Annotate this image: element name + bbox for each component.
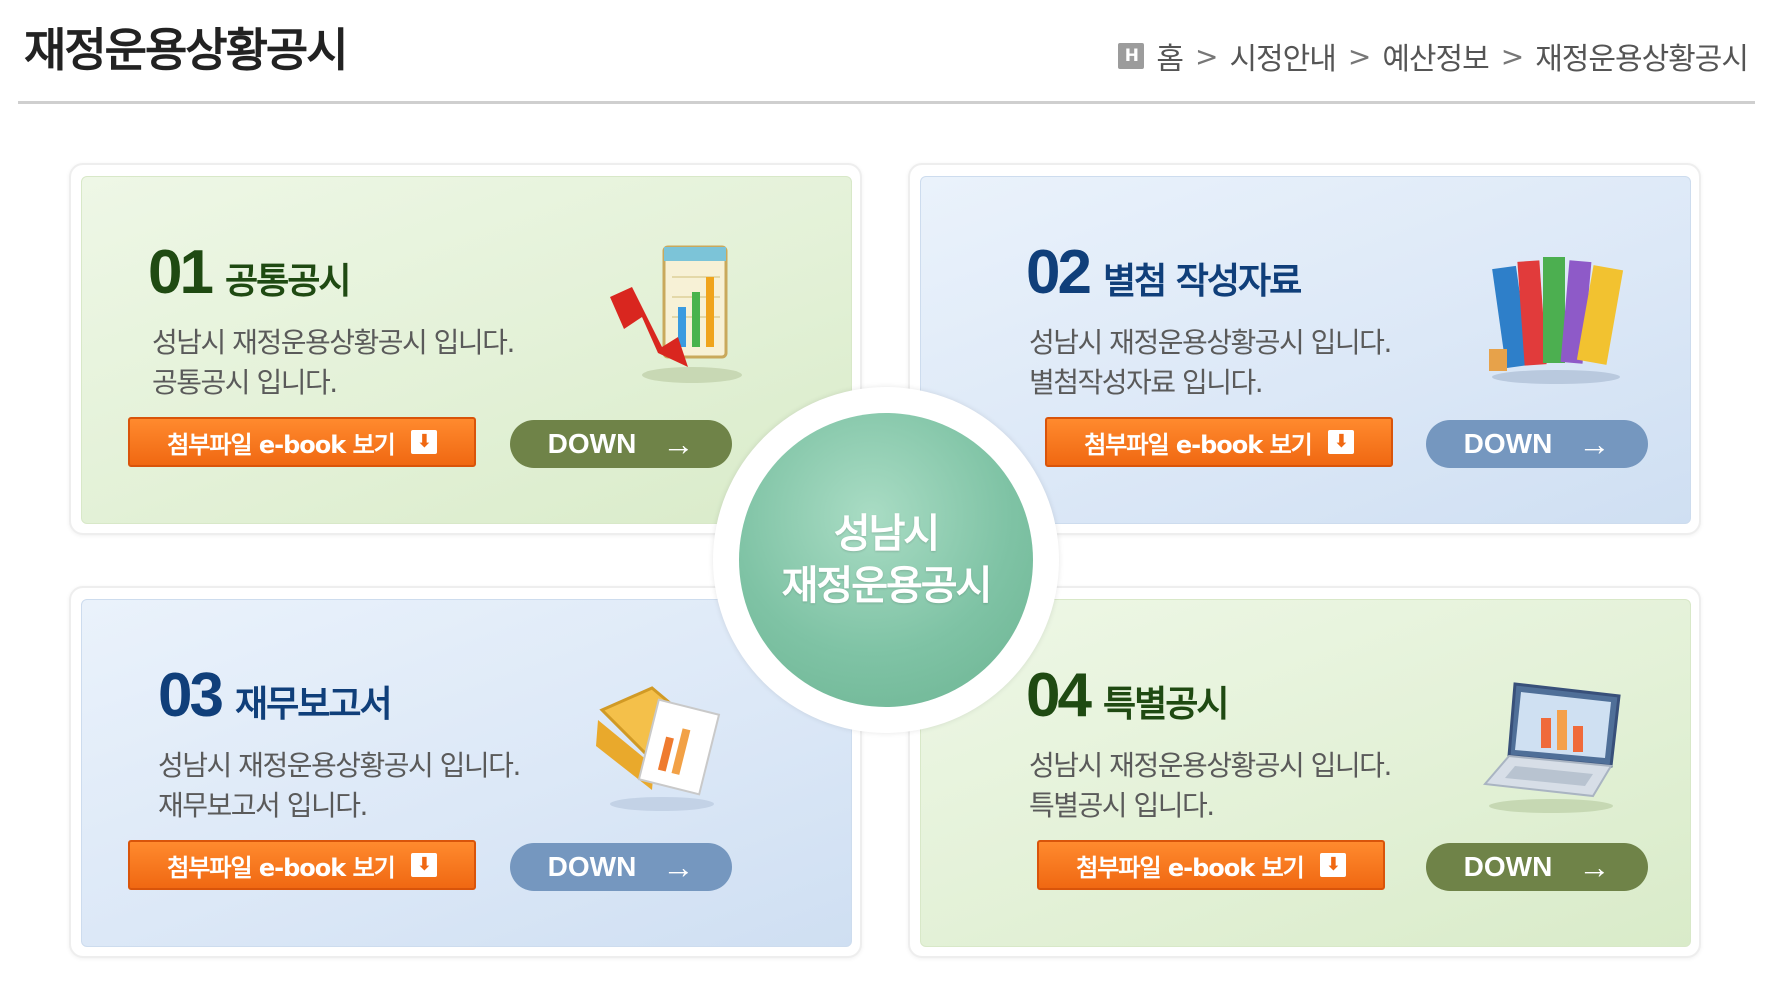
card-description-line: 성남시 재정운용상황공시 입니다. [158, 749, 521, 782]
center-badge-line1: 성남시 [833, 511, 940, 557]
card-financial-report: 03 재무보고서 성남시 재정운용상황공시 입니다. 재무보고서 입니다. 첨부… [69, 586, 862, 958]
card-common-disclosure: 01 공통공시 성남시 재정운용상황공시 입니다. 공통공시 입니다. 첨부파일… [69, 163, 862, 535]
header-divider [18, 101, 1755, 104]
center-badge-line2: 재정운용공시 [781, 563, 993, 609]
home-icon[interactable]: H [1118, 43, 1145, 69]
center-badge: 성남시 재정운용공시 [713, 387, 1059, 733]
ebook-view-button[interactable]: 첨부파일 e-book 보기 ⬇ [128, 840, 476, 890]
laptop-chart-icon [1483, 682, 1621, 813]
card-description-line: 성남시 재정운용상황공시 입니다. [1029, 749, 1392, 782]
down-button-label: DOWN [547, 851, 637, 882]
ebook-view-button[interactable]: 첨부파일 e-book 보기 ⬇ [1045, 417, 1393, 467]
breadcrumb-item-home[interactable]: 홈 [1156, 42, 1184, 77]
down-button[interactable]: DOWN → [510, 420, 732, 468]
down-button[interactable]: DOWN → [1426, 420, 1648, 468]
card-heading: 04 특별공시 [1026, 660, 1229, 731]
card-heading: 02 별첨 작성자료 [1026, 237, 1302, 308]
breadcrumb-item-city-info[interactable]: 시정안내 [1229, 42, 1336, 77]
card-number: 02 [1026, 238, 1092, 307]
down-button[interactable]: DOWN → [510, 843, 732, 891]
card-title: 공통공시 [224, 261, 351, 302]
center-badge-circle: 성남시 재정운용공시 [739, 413, 1033, 707]
ebook-view-button[interactable]: 첨부파일 e-book 보기 ⬇ [128, 417, 476, 467]
card-panel: 04 특별공시 성남시 재정운용상황공시 입니다. 특별공시 입니다. 첨부파일… [920, 599, 1691, 947]
arrow-right-icon: → [1578, 849, 1611, 885]
download-icon: ⬇ [410, 430, 437, 454]
download-icon: ⬇ [410, 853, 437, 877]
card-title: 특별공시 [1102, 684, 1229, 725]
breadcrumb-item-budget-info[interactable]: 예산정보 [1382, 42, 1489, 77]
card-panel: 03 재무보고서 성남시 재정운용상황공시 입니다. 재무보고서 입니다. 첨부… [81, 599, 852, 947]
card-title: 별첨 작성자료 [1102, 261, 1302, 302]
down-button-label: DOWN [547, 428, 637, 459]
ebook-button-label: 첨부파일 e-book 보기 [167, 430, 396, 459]
down-button-label: DOWN [1463, 851, 1553, 882]
card-description-line: 공통공시 입니다. [152, 366, 338, 399]
download-icon: ⬇ [1319, 853, 1346, 877]
card-description: 성남시 재정운용상황공시 입니다. 특별공시 입니다. [1029, 746, 1392, 826]
arrow-right-icon: → [662, 426, 695, 462]
ebook-view-button[interactable]: 첨부파일 e-book 보기 ⬇ [1037, 840, 1385, 890]
card-title: 재무보고서 [234, 684, 393, 725]
card-number: 01 [148, 238, 214, 307]
card-description-line: 성남시 재정운용상황공시 입니다. [152, 326, 515, 359]
breadcrumb: H 홈 > 시정안내 > 예산정보 > 재정운용상황공시 [1118, 34, 1749, 78]
breadcrumb-item-current: 재정운용상황공시 [1535, 42, 1749, 77]
card-number: 04 [1026, 661, 1092, 730]
page-title: 재정운용상황공시 [24, 23, 349, 77]
breadcrumb-separator: > [1347, 39, 1371, 73]
card-heading: 03 재무보고서 [158, 660, 393, 731]
books-icon [1489, 257, 1624, 384]
card-number: 03 [158, 661, 224, 730]
card-attached-materials: 02 별첨 작성자료 성남시 재정운용상황공시 입니다. 별첨작성자료 입니다.… [908, 163, 1701, 535]
ebook-button-label: 첨부파일 e-book 보기 [1076, 853, 1305, 882]
down-button[interactable]: DOWN → [1426, 843, 1648, 891]
folder-report-icon [596, 686, 721, 811]
download-icon: ⬇ [1327, 430, 1354, 454]
card-panel: 01 공통공시 성남시 재정운용상황공시 입니다. 공통공시 입니다. 첨부파일… [81, 176, 852, 524]
ebook-button-label: 첨부파일 e-book 보기 [167, 853, 396, 882]
card-panel: 02 별첨 작성자료 성남시 재정운용상황공시 입니다. 별첨작성자료 입니다.… [920, 176, 1691, 524]
chart-arrow-icon [610, 245, 742, 383]
card-description-line: 별첨작성자료 입니다. [1029, 366, 1264, 399]
down-button-label: DOWN [1463, 428, 1553, 459]
breadcrumb-separator: > [1194, 39, 1218, 73]
card-description: 성남시 재정운용상황공시 입니다. 공통공시 입니다. [152, 323, 515, 403]
arrow-right-icon: → [662, 849, 695, 885]
card-description: 성남시 재정운용상황공시 입니다. 재무보고서 입니다. [158, 746, 521, 826]
card-description-line: 특별공시 입니다. [1029, 789, 1215, 822]
card-heading: 01 공통공시 [148, 237, 351, 308]
card-description-line: 재무보고서 입니다. [158, 789, 368, 822]
arrow-right-icon: → [1578, 426, 1611, 462]
card-description-line: 성남시 재정운용상황공시 입니다. [1029, 326, 1392, 359]
breadcrumb-separator: > [1500, 39, 1524, 73]
card-description: 성남시 재정운용상황공시 입니다. 별첨작성자료 입니다. [1029, 323, 1392, 403]
ebook-button-label: 첨부파일 e-book 보기 [1084, 430, 1313, 459]
card-special-disclosure: 04 특별공시 성남시 재정운용상황공시 입니다. 특별공시 입니다. 첨부파일… [908, 586, 1701, 958]
